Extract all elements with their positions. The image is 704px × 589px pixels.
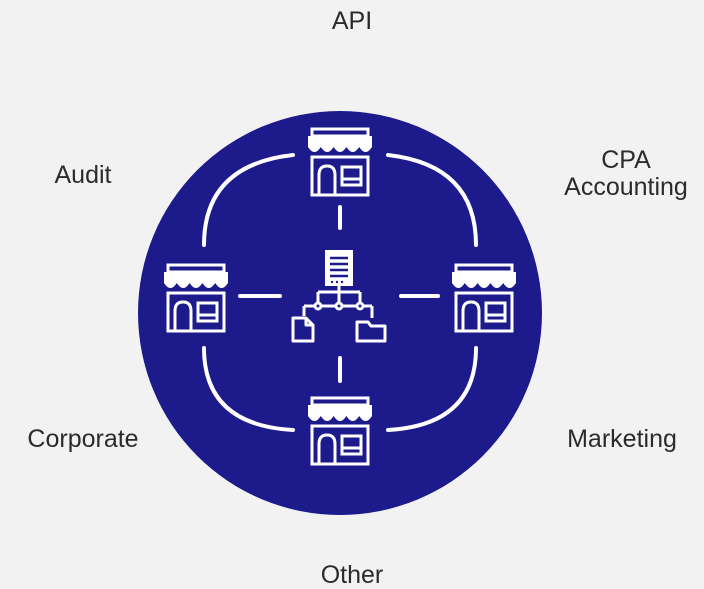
label-cpa-line1: CPA xyxy=(601,146,651,174)
label-corporate: Corporate xyxy=(27,425,139,453)
label-other: Other xyxy=(320,561,384,589)
connector-arcs xyxy=(202,153,478,432)
document-network-icon xyxy=(291,250,387,343)
arc-bottom-right xyxy=(386,346,478,432)
label-audit: Audit xyxy=(54,161,112,189)
arc-top-right xyxy=(386,153,478,247)
label-marketing: Marketing xyxy=(567,425,677,453)
label-cpa-line2: Accounting xyxy=(564,173,688,201)
center-connectors xyxy=(238,205,440,383)
label-api: API xyxy=(331,7,373,35)
arc-bottom-left xyxy=(202,346,295,432)
arc-top-left xyxy=(202,153,295,247)
label-cpa-accounting: CPA Accounting xyxy=(548,147,704,201)
